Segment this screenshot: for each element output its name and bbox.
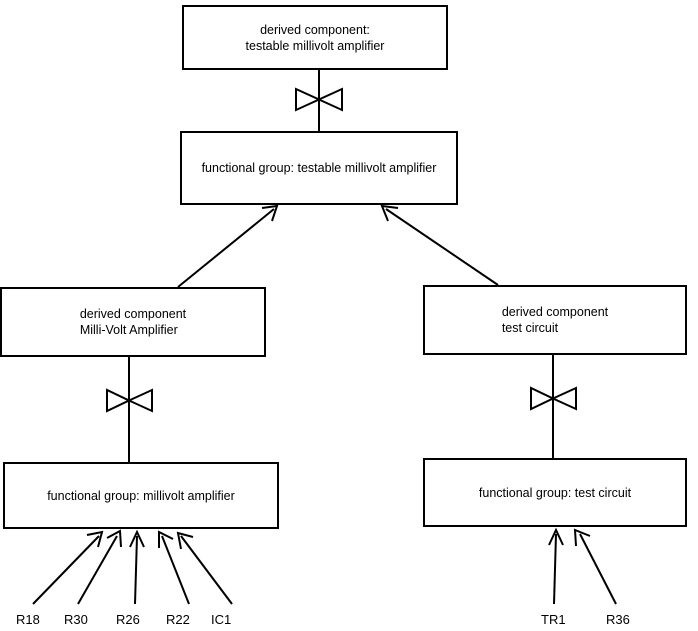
composition-connector-left [106, 357, 153, 462]
node-label: derived component test circuit [501, 305, 609, 335]
leaf-arrow-r30 [77, 529, 122, 605]
inheritance-arrow-test-circuit [380, 204, 499, 286]
leaf-label-r18: R18 [16, 612, 40, 627]
node-derived-test-circuit[interactable]: derived component test circuit [423, 285, 687, 355]
node-functional-group-test-circuit[interactable]: functional group: test circuit [423, 458, 687, 527]
composition-connector-right [530, 355, 577, 458]
leaf-arrow-r22 [158, 530, 190, 605]
inheritance-arrow-millivolt-amplifier [177, 204, 279, 288]
leaf-arrow-tr1 [548, 527, 564, 605]
leaf-arrow-r26 [129, 529, 145, 605]
node-label: functional group: millivolt amplifier [47, 488, 235, 503]
node-functional-group-testable-millivolt-amplifier[interactable]: functional group: testable millivolt amp… [180, 131, 458, 205]
leaf-label-r30: R30 [64, 612, 88, 627]
leaf-label-tr1: TR1 [541, 612, 566, 627]
node-functional-group-millivolt-amplifier[interactable]: functional group: millivolt amplifier [3, 462, 279, 529]
node-derived-testable-millivolt-amplifier[interactable]: derived component: testable millivolt am… [182, 5, 448, 70]
leaf-label-r36: R36 [606, 612, 630, 627]
node-derived-milli-volt-amplifier[interactable]: derived component Milli-Volt Amplifier [0, 287, 266, 357]
node-label: functional group: testable millivolt amp… [201, 161, 437, 175]
leaf-label-ic1: IC1 [211, 612, 232, 627]
leaf-arrow-r36 [573, 528, 617, 605]
node-label: derived component: testable millivolt am… [245, 22, 385, 53]
leaf-label-r26: R26 [116, 612, 140, 627]
leaf-arrow-r18 [32, 530, 104, 605]
leaf-label-r22: R22 [166, 612, 190, 627]
leaf-arrow-ic1 [176, 531, 233, 605]
node-label: functional group: test circuit [478, 485, 632, 500]
node-label: derived component Milli-Volt Amplifier [79, 307, 187, 337]
composition-connector-top [295, 70, 343, 131]
